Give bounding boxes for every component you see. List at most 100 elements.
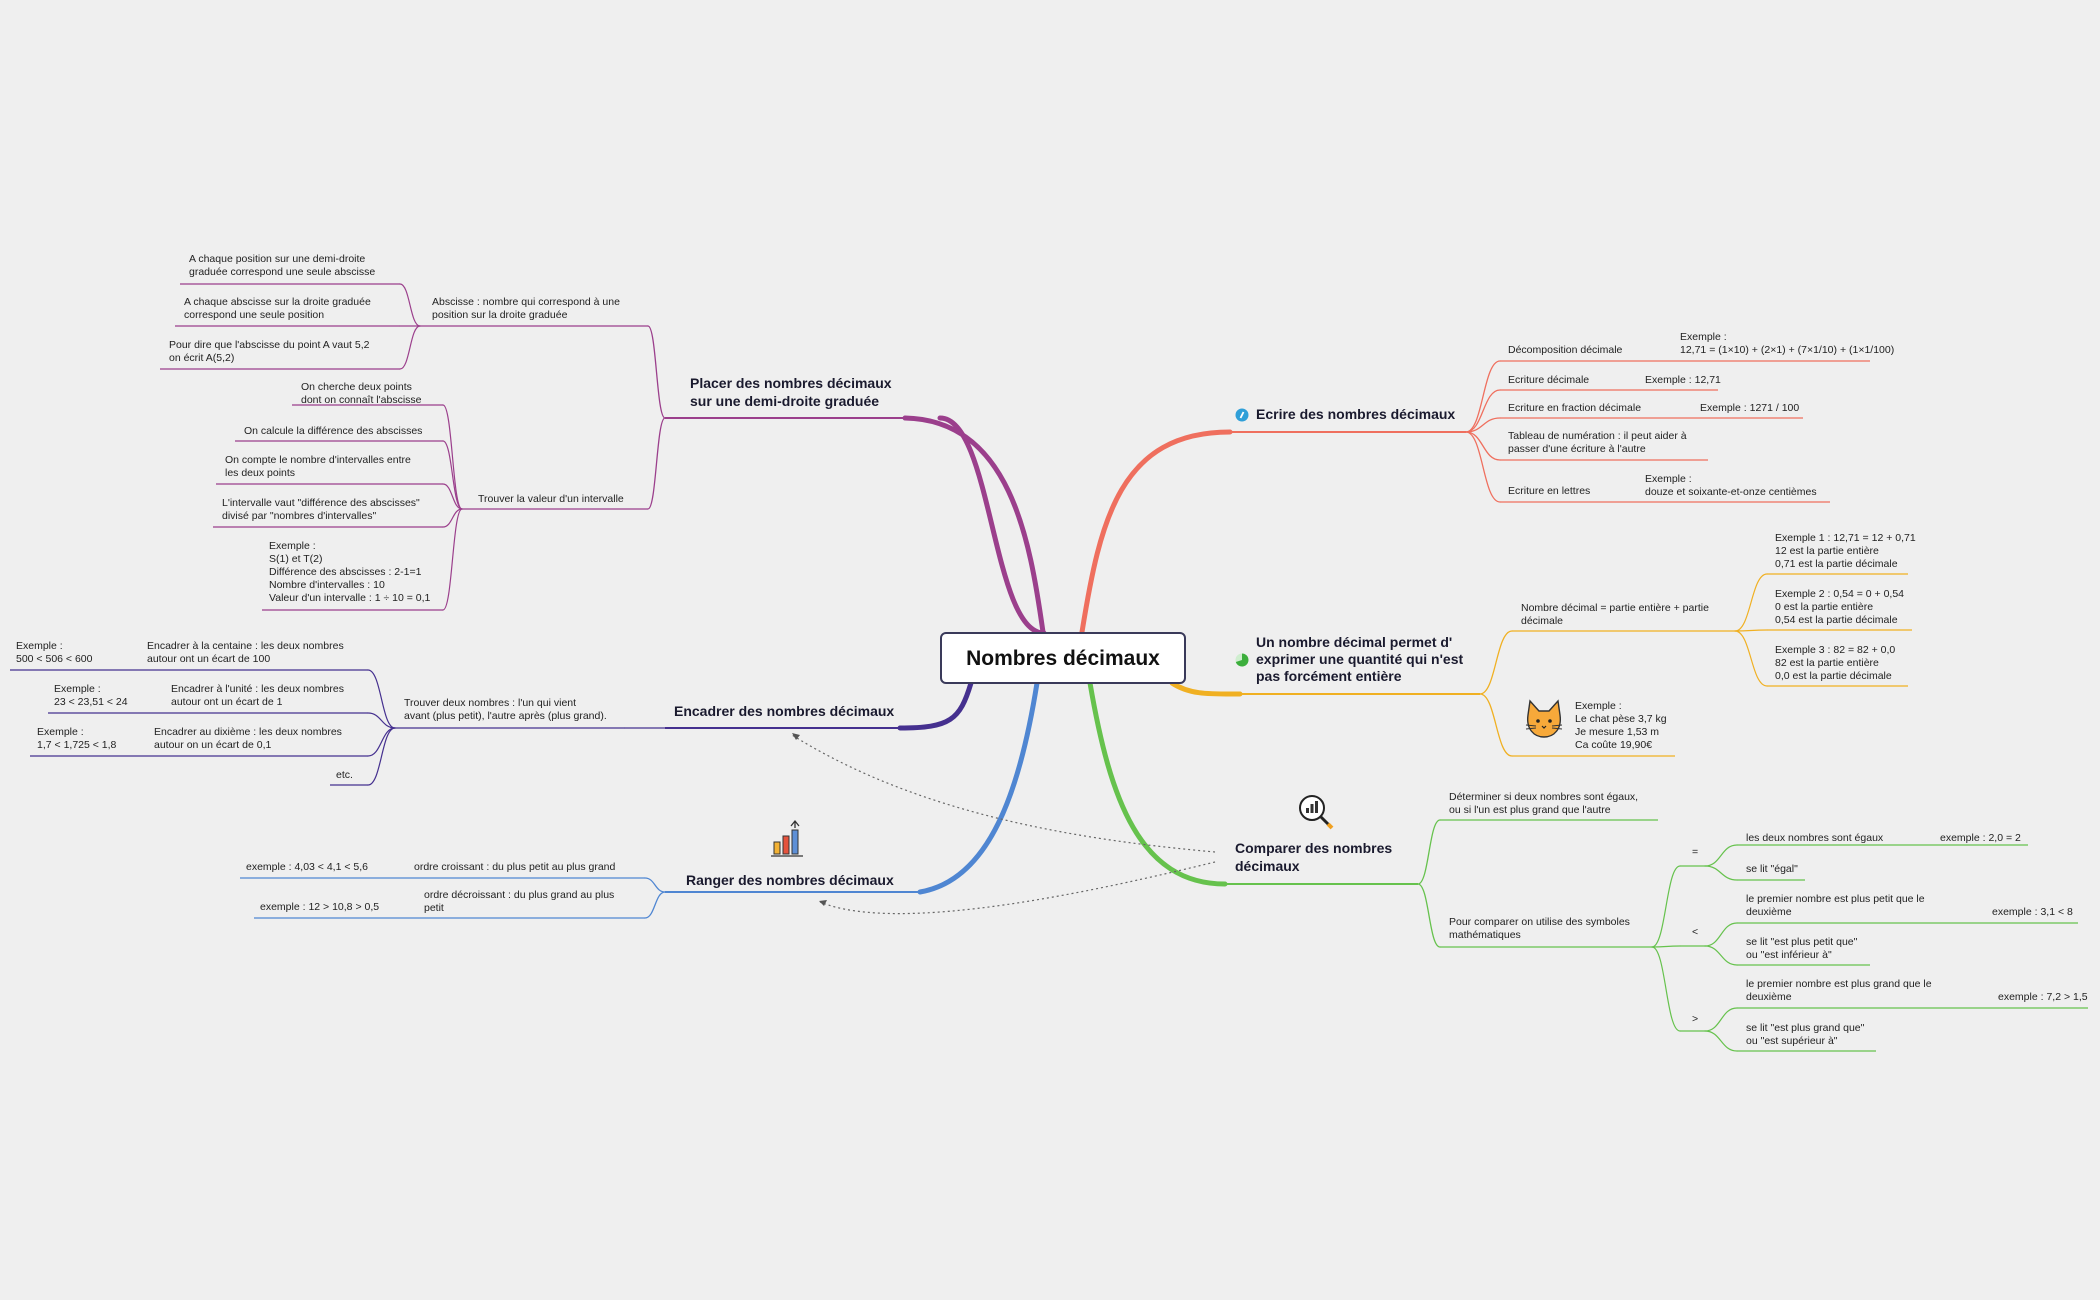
gt-example[interactable]: exemple : 7,2 > 1,5 [1998, 991, 2088, 1003]
encadrer-item-centaine[interactable]: Encadrer à la centaine : les deux nombre… [147, 640, 344, 665]
intervalle-item-5-line: Exemple : [269, 540, 316, 552]
ecrire-item-lettres[interactable]: Ecriture en lettres [1508, 485, 1590, 497]
link-gt-b [1704, 1030, 1738, 1052]
ecrire-item-fraction-line: Ecriture en fraction décimale [1508, 402, 1641, 414]
encadrer-example-3[interactable]: Exemple :1,7 < 1,725 < 1,8 [37, 726, 117, 751]
intervalle-item-2[interactable]: On calcule la différence des abscisses [244, 425, 422, 437]
topic-nombre-sub-line: décimale [1521, 615, 1563, 627]
intervalle-item-4[interactable]: L'intervalle vaut "différence des abscis… [222, 497, 420, 522]
ecrire-example-fraction[interactable]: Exemple : 1271 / 100 [1700, 402, 1799, 414]
ecrire-example-decomposition[interactable]: Exemple :12,71 = (1×10) + (2×1) + (7×1/1… [1680, 331, 1894, 356]
link-nombre-ex3 [1734, 630, 1768, 687]
ecrire-example-lettres-line: Exemple : [1645, 473, 1692, 485]
magnifier-chart-icon [1299, 795, 1334, 830]
branch-stroke-ecrire [1079, 429, 1233, 635]
relationship-arrow-encadrer[interactable] [791, 734, 1216, 853]
intervalle-item-4-line: L'intervalle vaut "différence des abscis… [222, 497, 420, 509]
intervalle-item-1-line: On cherche deux points [301, 381, 412, 393]
nombre-example-1-line: 12 est la partie entière [1775, 545, 1879, 557]
nombre-cat-example-line: Exemple : [1575, 700, 1622, 712]
symbol-less: < [1692, 926, 1698, 938]
intervalle-item-2-line: On calcule la différence des abscisses [244, 425, 422, 437]
intervalle-item-5[interactable]: Exemple :S(1) et T(2)Différence des absc… [269, 540, 431, 604]
link-intervalle-3 [442, 483, 463, 510]
ecrire-item-fraction[interactable]: Ecriture en fraction décimale [1508, 402, 1641, 414]
eq-reading[interactable]: se lit "égal" [1746, 863, 1798, 875]
encadrer-item-etc[interactable]: etc. [336, 769, 353, 781]
eq-description[interactable]: les deux nombres sont égaux [1746, 832, 1884, 844]
ranger-example-2[interactable]: exemple : 12 > 10,8 > 0,5 [260, 901, 379, 913]
ecrire-item-tableau-line: Tableau de numération : il peut aider à [1508, 430, 1687, 442]
gt-reading[interactable]: se lit "est plus grand que"ou "est supér… [1746, 1022, 1865, 1047]
nombre-example-2-line: 0 est la partie entière [1775, 601, 1873, 613]
ecrire-item-ecriture[interactable]: Ecriture décimale [1508, 374, 1589, 386]
topic-nombre[interactable]: Un nombre décimal permet d'exprimer une … [1256, 634, 1463, 684]
encadrer-item-unite-line: autour ont un écart de 1 [171, 696, 283, 708]
lt-example[interactable]: exemple : 3,1 < 8 [1992, 906, 2073, 918]
link-encadrer-2 [367, 712, 396, 729]
topic-underlines [10, 283, 2088, 1052]
symbol-greater: > [1692, 1013, 1698, 1025]
ecrire-item-decomposition[interactable]: Décomposition décimale [1508, 344, 1623, 356]
ranger-item-decroissant[interactable]: ordre décroissant : du plus grand au plu… [424, 889, 614, 914]
branch-line-placer [937, 415, 1047, 636]
link-ecrire-1 [1465, 360, 1501, 433]
central-topic-title: Nombres décimaux [966, 647, 1160, 670]
ecrire-item-ecriture-line: Ecriture décimale [1508, 374, 1589, 386]
topic-encadrer-sub-line: Trouver deux nombres : l'un qui vient [404, 697, 576, 709]
encadrer-item-etc-line: etc. [336, 769, 353, 781]
nombre-example-3-line: 82 est la partie entière [1775, 657, 1879, 669]
topic-encadrer[interactable]: Encadrer des nombres décimaux [674, 703, 894, 719]
relationship-arrowheads [792, 733, 827, 906]
central-topic[interactable]: Nombres décimaux [940, 632, 1186, 684]
nombre-example-1-line: Exemple 1 : 12,71 = 12 + 0,71 [1775, 532, 1916, 544]
eq-example[interactable]: exemple : 2,0 = 2 [1940, 832, 2021, 844]
ecrire-example-decomposition-line: 12,71 = (1×10) + (2×1) + (7×1/10) + (1×1… [1680, 344, 1894, 356]
abscisse-item-3[interactable]: Pour dire que l'abscisse du point A vaut… [169, 339, 370, 364]
branch-stroke-comparer [1087, 680, 1228, 887]
link-symbol-lt [1651, 945, 1681, 948]
topic-ranger-line: Ranger des nombres décimaux [686, 872, 894, 888]
topic-ecrire[interactable]: Ecrire des nombres décimaux [1256, 406, 1455, 422]
ecrire-example-lettres[interactable]: Exemple :douze et soixante-et-onze centi… [1645, 473, 1817, 498]
lt-reading[interactable]: se lit "est plus petit que"ou "est infér… [1746, 936, 1858, 961]
link-encadrer-4 [367, 727, 396, 786]
link-comparer-2 [1417, 883, 1441, 948]
ranger-example-1[interactable]: exemple : 4,03 < 4,1 < 5,6 [246, 861, 368, 873]
link-intervalle-5 [442, 508, 463, 611]
relationship-arrow-ranger[interactable] [819, 861, 1216, 915]
link-ranger-1 [644, 877, 666, 893]
topic-comparer-sub1[interactable]: Déterminer si deux nombres sont égaux,ou… [1449, 791, 1638, 816]
topic-nombre-sub[interactable]: Nombre décimal = partie entière + partie… [1521, 602, 1709, 627]
ranger-item-croissant[interactable]: ordre croissant : du plus petit au plus … [414, 861, 616, 873]
lt-description-line: le premier nombre est plus petit que le [1746, 893, 1925, 905]
branch-stroke-encadrer [897, 680, 974, 731]
encadrer-item-centaine-line: autour ont un écart de 100 [147, 653, 270, 665]
topic-intervalle[interactable]: Trouver la valeur d'un intervalle [478, 493, 624, 505]
topic-ranger[interactable]: Ranger des nombres décimaux [686, 872, 894, 888]
ecrire-example-ecriture[interactable]: Exemple : 12,71 [1645, 374, 1721, 386]
encadrer-example-2[interactable]: Exemple :23 < 23,51 < 24 [54, 683, 128, 708]
intervalle-item-5-line: Nombre d'intervalles : 10 [269, 579, 385, 591]
encadrer-example-1[interactable]: Exemple :500 < 506 < 600 [16, 640, 93, 665]
topic-nombre-sub-line: Nombre décimal = partie entière + partie [1521, 602, 1709, 614]
ecrire-example-fraction-line: Exemple : 1271 / 100 [1700, 402, 1799, 414]
